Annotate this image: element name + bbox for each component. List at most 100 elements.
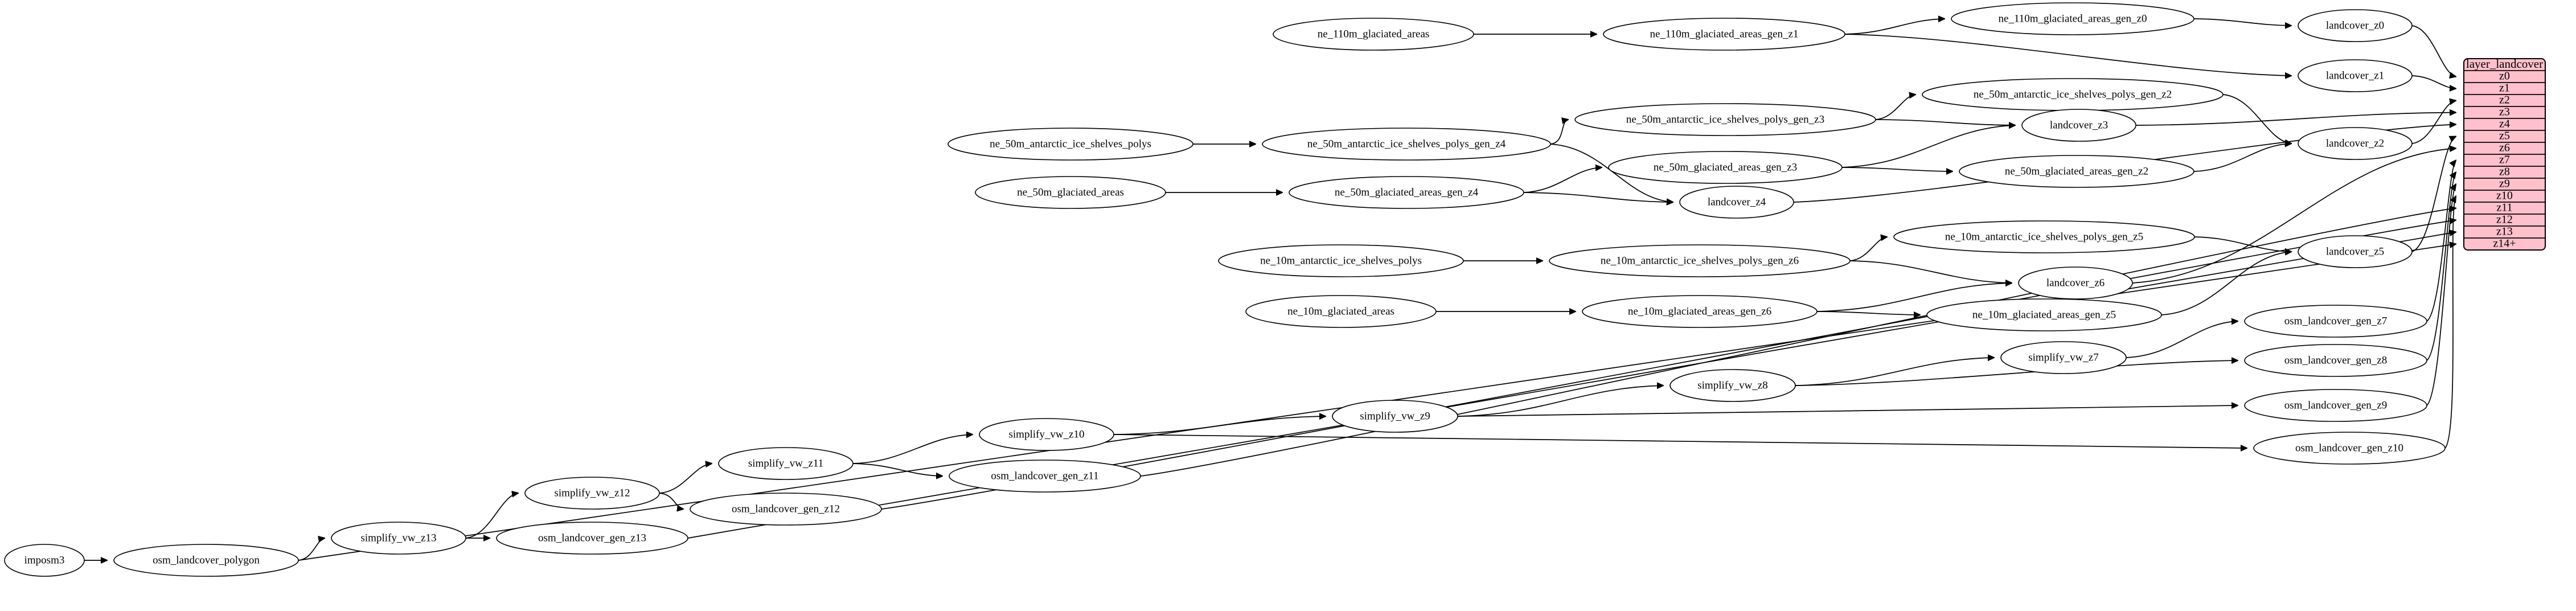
- layer-table-row-z14+[interactable]: [2464, 237, 2545, 250]
- node-landcover_z2[interactable]: landcover_z2: [2298, 127, 2413, 160]
- node-shape-ne_10m_glaciated_areas: [1245, 295, 1437, 328]
- edge-ne_10m_glaciated_areas_gen_z5--to--landcover_z5: [2161, 252, 2291, 315]
- edge-simplify_vw_z9--to--osm_landcover_gen_z9: [1457, 405, 2238, 417]
- node-shape-osm_landcover_gen_z10: [2253, 432, 2446, 465]
- node-ne_50m_antarctic_ice_shelves_polys_gen_z3[interactable]: ne_50m_antarctic_ice_shelves_polys_gen_z…: [1574, 103, 1876, 136]
- layer-table-header-label: layer_landcover: [2466, 57, 2543, 71]
- edge-ne_110m_glaciated_areas_gen_z1--to--ne_110m_glaciated_areas_gen_z0: [1844, 19, 1945, 35]
- node-landcover_z1[interactable]: landcover_z1: [2298, 59, 2413, 92]
- layer-table-row-label-z8: z8: [2499, 166, 2510, 178]
- node-shape-simplify_vw_z8: [1670, 369, 1796, 402]
- node-ne_110m_glaciated_areas_gen_z0[interactable]: ne_110m_glaciated_areas_gen_z0: [1951, 2, 2194, 35]
- node-label-landcover_z4: landcover_z4: [1708, 196, 1766, 208]
- node-label-ne_50m_antarctic_ice_shelves_polys: ne_50m_antarctic_ice_shelves_polys: [990, 138, 1151, 150]
- node-label-imposm3: imposm3: [24, 554, 65, 566]
- node-label-simplify_vw_z7: simplify_vw_z7: [2028, 351, 2099, 363]
- edge-osm_landcover_gen_z8--to--layer_landcover.z8: [2426, 173, 2456, 361]
- node-osm_landcover_polygon[interactable]: osm_landcover_polygon: [113, 544, 299, 577]
- node-ne_50m_glaciated_areas_gen_z4[interactable]: ne_50m_glaciated_areas_gen_z4: [1289, 176, 1524, 209]
- node-simplify_vw_z8[interactable]: simplify_vw_z8: [1670, 369, 1796, 402]
- node-ne_10m_glaciated_areas_gen_z6[interactable]: ne_10m_glaciated_areas_gen_z6: [1582, 295, 1818, 328]
- layer-table-row-label-z0: z0: [2499, 70, 2510, 83]
- edge-simplify_vw_z8--to--simplify_vw_z7: [1795, 358, 1994, 386]
- node-label-osm_landcover_polygon: osm_landcover_polygon: [153, 554, 260, 566]
- node-simplify_vw_z7[interactable]: simplify_vw_z7: [2000, 341, 2127, 374]
- node-ne_50m_antarctic_ice_shelves_polys_gen_z2[interactable]: ne_50m_antarctic_ice_shelves_polys_gen_z…: [1922, 78, 2224, 111]
- node-simplify_vw_z9[interactable]: simplify_vw_z9: [1332, 400, 1458, 433]
- layer-landcover-table: layer_landcoverz0z1z2z3z4z5z6z7z8z9z10z1…: [2463, 57, 2546, 251]
- edge-osm_landcover_gen_z11--to--layer_landcover.z11: [1140, 208, 2456, 477]
- node-shape-ne_50m_glaciated_areas: [975, 176, 1166, 209]
- node-shape-ne_50m_glaciated_areas_gen_z4: [1289, 176, 1524, 209]
- node-ne_50m_glaciated_areas_gen_z2[interactable]: ne_50m_glaciated_areas_gen_z2: [1959, 155, 2194, 188]
- node-ne_10m_antarctic_ice_shelves_polys_gen_z6[interactable]: ne_10m_antarctic_ice_shelves_polys_gen_z…: [1549, 244, 1851, 277]
- node-shape-landcover_z3: [2021, 109, 2136, 142]
- edge-simplify_vw_z9--to--simplify_vw_z8: [1457, 386, 1663, 417]
- node-shape-ne_50m_glaciated_areas_gen_z2: [1959, 155, 2194, 188]
- node-label-simplify_vw_z11: simplify_vw_z11: [748, 457, 823, 469]
- edge-landcover_z2--to--layer_landcover.z2: [2411, 101, 2456, 144]
- node-ne_10m_antarctic_ice_shelves_polys[interactable]: ne_10m_antarctic_ice_shelves_polys: [1218, 244, 1464, 277]
- node-osm_landcover_gen_z13[interactable]: osm_landcover_gen_z13: [496, 522, 688, 555]
- edge-ne_50m_glaciated_areas_gen_z3--to--landcover_z3: [1841, 125, 2015, 168]
- node-simplify_vw_z10[interactable]: simplify_vw_z10: [979, 418, 1114, 451]
- edge-ne_10m_antarctic_ice_shelves_polys_gen_z6--to--ne_10m_antarctic_ice_shelves_polys_gen_z5: [1849, 237, 1887, 261]
- node-shape-osm_landcover_gen_z11: [949, 460, 1141, 493]
- node-label-landcover_z1: landcover_z1: [2326, 69, 2384, 81]
- node-label-landcover_z2: landcover_z2: [2326, 137, 2384, 149]
- node-label-ne_110m_glaciated_areas: ne_110m_glaciated_areas: [1318, 28, 1430, 40]
- edge-ne_10m_glaciated_areas_gen_z6--to--ne_10m_glaciated_areas_gen_z5: [1816, 311, 1920, 315]
- node-label-ne_50m_glaciated_areas_gen_z2: ne_50m_glaciated_areas_gen_z2: [2005, 165, 2148, 177]
- node-ne_50m_antarctic_ice_shelves_polys_gen_z4[interactable]: ne_50m_antarctic_ice_shelves_polys_gen_z…: [1262, 128, 1551, 161]
- node-osm_landcover_gen_z9[interactable]: osm_landcover_gen_z9: [2244, 389, 2427, 422]
- node-landcover_z3[interactable]: landcover_z3: [2021, 109, 2136, 142]
- edge-ne_50m_glaciated_areas_gen_z4--to--ne_50m_glaciated_areas_gen_z3: [1523, 167, 1602, 193]
- node-ne_110m_glaciated_areas_gen_z1[interactable]: ne_110m_glaciated_areas_gen_z1: [1603, 18, 1845, 51]
- node-label-landcover_z3: landcover_z3: [2050, 119, 2108, 131]
- node-label-ne_10m_glaciated_areas_gen_z6: ne_10m_glaciated_areas_gen_z6: [1628, 305, 1771, 317]
- edge-ne_50m_glaciated_areas_gen_z4--to--landcover_z4: [1523, 192, 1673, 202]
- node-osm_landcover_gen_z8[interactable]: osm_landcover_gen_z8: [2244, 344, 2427, 377]
- node-shape-simplify_vw_z13: [331, 522, 466, 555]
- node-simplify_vw_z11[interactable]: simplify_vw_z11: [718, 447, 854, 480]
- node-ne_10m_glaciated_areas_gen_z5[interactable]: ne_10m_glaciated_areas_gen_z5: [1926, 298, 2162, 331]
- node-ne_110m_glaciated_areas[interactable]: ne_110m_glaciated_areas: [1273, 18, 1474, 51]
- node-landcover_z4[interactable]: landcover_z4: [1679, 186, 1794, 219]
- edge-simplify_vw_z13--to--simplify_vw_z12: [465, 493, 518, 539]
- edge-simplify_vw_z12--to--simplify_vw_z11: [659, 464, 712, 494]
- layer-table-row-label-z1: z1: [2499, 82, 2510, 95]
- layer-table-row-label-z6: z6: [2499, 142, 2510, 154]
- node-landcover_z5[interactable]: landcover_z5: [2298, 235, 2413, 268]
- node-label-ne_110m_glaciated_areas_gen_z0: ne_110m_glaciated_areas_gen_z0: [1999, 13, 2147, 24]
- edge-ne_50m_glaciated_areas_gen_z3--to--ne_50m_glaciated_areas_gen_z2: [1841, 167, 1952, 171]
- node-label-osm_landcover_gen_z9: osm_landcover_gen_z9: [2284, 399, 2387, 411]
- node-simplify_vw_z12[interactable]: simplify_vw_z12: [524, 477, 660, 510]
- layer-table-outline: [2463, 58, 2546, 251]
- node-label-simplify_vw_z10: simplify_vw_z10: [1009, 428, 1085, 440]
- node-ne_10m_glaciated_areas[interactable]: ne_10m_glaciated_areas: [1245, 295, 1437, 328]
- node-shape-landcover_z2: [2298, 127, 2413, 160]
- node-landcover_z6[interactable]: landcover_z6: [2018, 266, 2133, 300]
- layer-table-row-label-z4: z4: [2499, 118, 2510, 130]
- node-ne_10m_antarctic_ice_shelves_polys_gen_z5[interactable]: ne_10m_antarctic_ice_shelves_polys_gen_z…: [1893, 220, 2195, 253]
- node-osm_landcover_gen_z10[interactable]: osm_landcover_gen_z10: [2253, 432, 2446, 465]
- node-shape-landcover_z6: [2018, 266, 2133, 300]
- node-shape-ne_10m_antarctic_ice_shelves_polys_gen_z6: [1549, 244, 1851, 277]
- node-landcover_z0[interactable]: landcover_z0: [2298, 9, 2413, 42]
- node-osm_landcover_gen_z7[interactable]: osm_landcover_gen_z7: [2244, 305, 2427, 338]
- node-shape-ne_10m_glaciated_areas_gen_z6: [1582, 295, 1818, 328]
- node-shape-imposm3: [4, 544, 85, 577]
- node-osm_landcover_gen_z11[interactable]: osm_landcover_gen_z11: [949, 460, 1141, 493]
- node-ne_50m_glaciated_areas_gen_z3[interactable]: ne_50m_glaciated_areas_gen_z3: [1608, 151, 1843, 184]
- node-osm_landcover_gen_z12[interactable]: osm_landcover_gen_z12: [690, 493, 882, 526]
- node-label-ne_50m_antarctic_ice_shelves_polys_gen_z2: ne_50m_antarctic_ice_shelves_polys_gen_z…: [1974, 88, 2172, 100]
- edge-ne_50m_antarctic_ice_shelves_polys_gen_z4--to--ne_50m_antarctic_ice_shelves_polys_gen_z3: [1550, 120, 1568, 145]
- node-label-landcover_z6: landcover_z6: [2046, 277, 2105, 289]
- node-imposm3[interactable]: imposm3: [4, 544, 85, 577]
- layer-table-row-label-z5: z5: [2499, 130, 2510, 142]
- node-label-ne_50m_glaciated_areas_gen_z4: ne_50m_glaciated_areas_gen_z4: [1335, 186, 1479, 198]
- nodes-layer: ne_110m_glaciated_areas ne_110m_glaciated…: [4, 2, 2446, 577]
- node-simplify_vw_z13[interactable]: simplify_vw_z13: [331, 522, 466, 555]
- node-ne_50m_glaciated_areas[interactable]: ne_50m_glaciated_areas: [975, 176, 1166, 209]
- node-ne_50m_antarctic_ice_shelves_polys[interactable]: ne_50m_antarctic_ice_shelves_polys: [947, 128, 1193, 161]
